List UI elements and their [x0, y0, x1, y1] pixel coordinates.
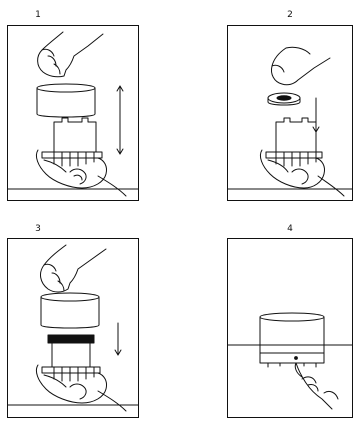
lower-cover-hand-icon [8, 239, 138, 417]
step-number-2: 2 [270, 10, 310, 20]
lift-cover-hand-icon [8, 26, 138, 200]
step-3-panel [7, 238, 139, 418]
step-number-4: 4 [270, 224, 310, 234]
step-4-panel [227, 238, 353, 418]
place-disc-hand-icon [228, 26, 352, 200]
step-number-3: 3 [18, 224, 58, 234]
step-1-panel [7, 25, 139, 201]
step-number-1: 1 [18, 10, 58, 20]
step-2-panel [227, 25, 353, 201]
press-button-hand-icon [228, 239, 352, 417]
